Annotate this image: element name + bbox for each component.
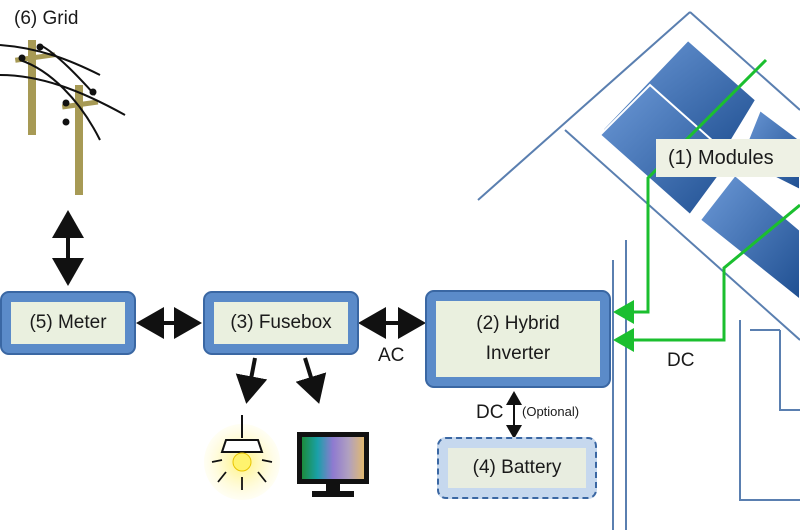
monitor-icon (297, 432, 369, 497)
inverter-label-line1: (2) Hybrid (476, 313, 560, 334)
ac-connections (52, 210, 426, 404)
meter-box[interactable]: (5) Meter (0, 291, 136, 355)
battery-label: (4) Battery (448, 448, 586, 488)
dc-label-panels: DC (667, 350, 695, 371)
fusebox-box[interactable]: (3) Fusebox (203, 291, 359, 355)
inverter-box[interactable]: (2) Hybrid Inverter (425, 290, 611, 388)
utility-pole-icon (0, 40, 126, 195)
grid-label: (6) Grid (14, 8, 79, 29)
battery-box[interactable]: (4) Battery (437, 437, 597, 499)
dc-wires (613, 58, 800, 352)
lamp-icon (204, 415, 280, 500)
inverter-label-line2: Inverter (485, 343, 551, 364)
optional-label: (Optional) (522, 404, 580, 419)
modules-label: (1) Modules (656, 139, 800, 177)
inverter-label: (2) Hybrid Inverter (436, 301, 600, 377)
fusebox-label: (3) Fusebox (214, 302, 348, 344)
ac-label: AC (378, 345, 405, 366)
dc-label-battery: DC (476, 402, 504, 423)
meter-label: (5) Meter (11, 302, 125, 344)
